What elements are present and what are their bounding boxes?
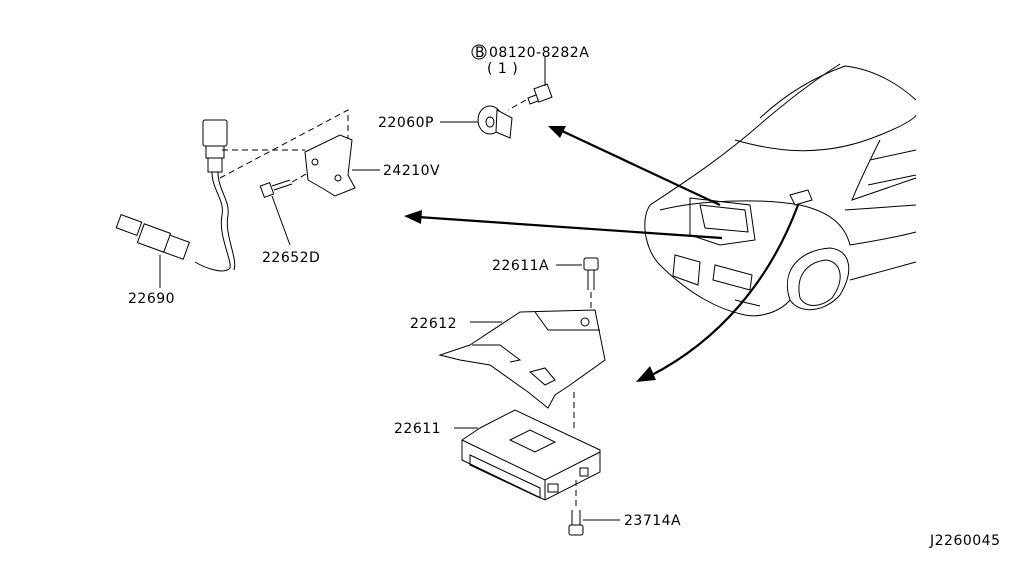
- o2-sensor-part-label: 22690: [128, 291, 175, 307]
- bolt-a-drawing[interactable]: [556, 257, 599, 310]
- bolt-d-part-label: 22652D: [262, 250, 320, 266]
- bolt-d-drawing[interactable]: [259, 173, 307, 246]
- cover-drawing[interactable]: [438, 309, 606, 409]
- car-drawing: [644, 63, 917, 317]
- cover-part-label: 22612: [410, 316, 457, 332]
- o2-sensor-drawing[interactable]: [115, 119, 236, 288]
- ecu-drawing[interactable]: [454, 409, 601, 501]
- bolt-b-prefix-label: B: [475, 45, 485, 61]
- bracket-drawing[interactable]: [304, 134, 380, 197]
- bolt-ecu-part-label: 23714A: [624, 513, 681, 529]
- bolt-ecu-drawing[interactable]: [568, 480, 620, 536]
- bracket-part-label: 24210V: [383, 163, 440, 179]
- knock-sensor-part-label: 22060P: [378, 115, 434, 131]
- knock-sensor-drawing[interactable]: [440, 105, 513, 139]
- bolt-b-symbol-circle: [471, 44, 487, 60]
- bracket-guide-line: [219, 109, 349, 179]
- ecu-part-label: 22611: [394, 421, 441, 437]
- bolt-b-qty-label: ( 1 ): [487, 61, 518, 77]
- diagram-id-label: J2260045: [929, 533, 1000, 549]
- bolt-b-drawing[interactable]: [507, 56, 553, 111]
- bolt-a-part-label: 22611A: [492, 258, 549, 274]
- locator-arrows: [404, 126, 800, 382]
- bolt-b-part-label: 08120-8282A: [489, 45, 589, 61]
